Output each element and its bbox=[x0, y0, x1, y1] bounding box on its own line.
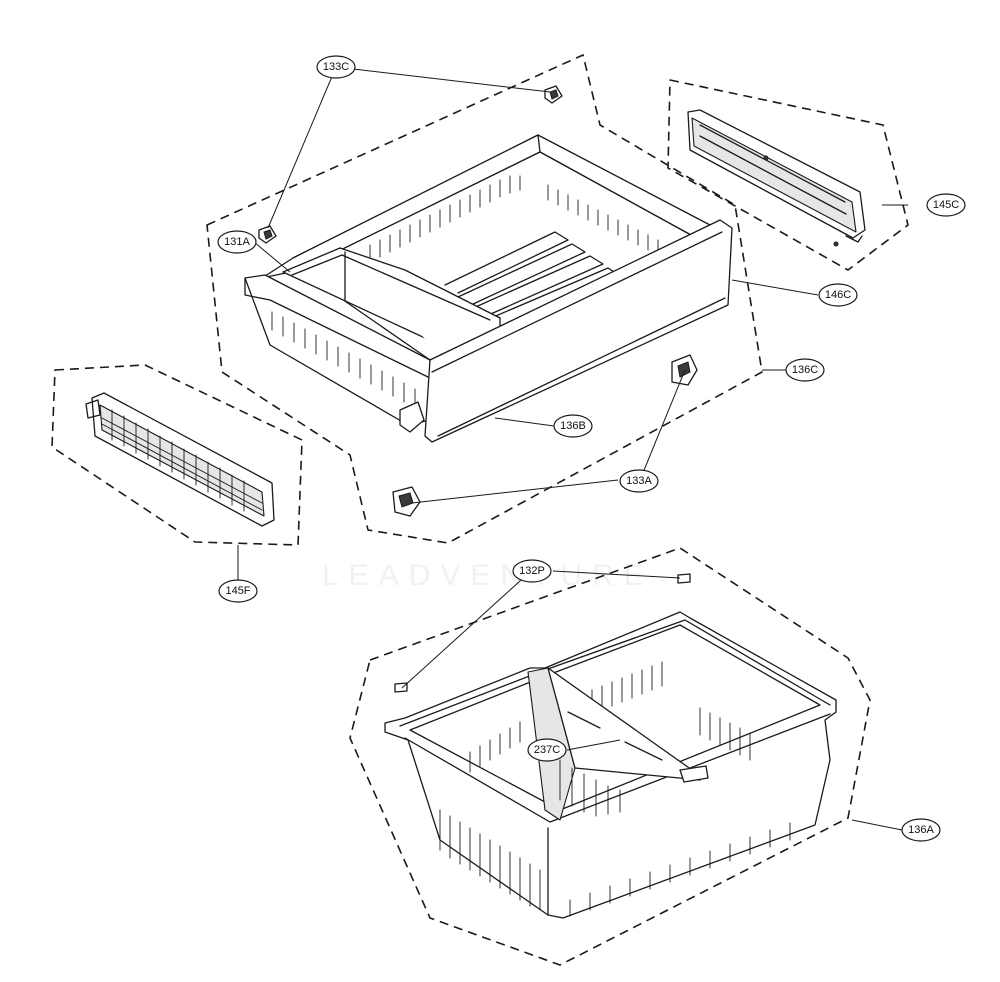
svg-text:136C: 136C bbox=[792, 364, 818, 376]
svg-text:145C: 145C bbox=[933, 199, 959, 211]
callout-136c: 136C bbox=[785, 358, 825, 382]
stopper-133a-left bbox=[392, 486, 421, 517]
svg-text:146C: 146C bbox=[825, 289, 851, 301]
rail-group-145c-outline bbox=[667, 79, 909, 271]
callout-132p: 132P bbox=[512, 559, 552, 583]
callout-145f: 145F bbox=[218, 579, 258, 603]
svg-text:133A: 133A bbox=[626, 475, 652, 487]
callout-145c: 145C bbox=[926, 193, 966, 217]
callout-133c: 133C bbox=[316, 55, 356, 79]
watermark-text: LEADVENTURE bbox=[322, 559, 654, 592]
callout-136b: 136B bbox=[553, 414, 593, 438]
grille-group-145f-outline bbox=[51, 364, 303, 546]
callout-131a: 131A bbox=[217, 230, 257, 254]
grille-145f bbox=[85, 392, 275, 527]
clip-132p-right bbox=[677, 573, 691, 584]
upper-drawer bbox=[244, 134, 733, 443]
svg-text:145F: 145F bbox=[225, 585, 250, 597]
callout-146c: 146C bbox=[818, 283, 858, 307]
svg-text:136A: 136A bbox=[908, 824, 934, 836]
svg-text:132P: 132P bbox=[519, 565, 545, 577]
svg-text:136B: 136B bbox=[560, 420, 586, 432]
rail-145c bbox=[687, 109, 866, 247]
svg-text:131A: 131A bbox=[224, 236, 250, 248]
clip-132p-left bbox=[394, 682, 408, 693]
callout-237c: 237C bbox=[527, 738, 567, 762]
callout-136a: 136A bbox=[901, 818, 941, 842]
lower-drawer bbox=[384, 611, 837, 919]
callout-133a: 133A bbox=[619, 469, 659, 493]
upper-drawer-group-outline bbox=[206, 54, 763, 544]
stopper-133c-right bbox=[544, 85, 563, 104]
lower-drawer-group-outline bbox=[349, 547, 871, 966]
svg-text:237C: 237C bbox=[534, 744, 560, 756]
leader-lines bbox=[237, 66, 908, 831]
svg-text:133C: 133C bbox=[323, 61, 349, 73]
stopper-133c-left bbox=[258, 225, 277, 244]
